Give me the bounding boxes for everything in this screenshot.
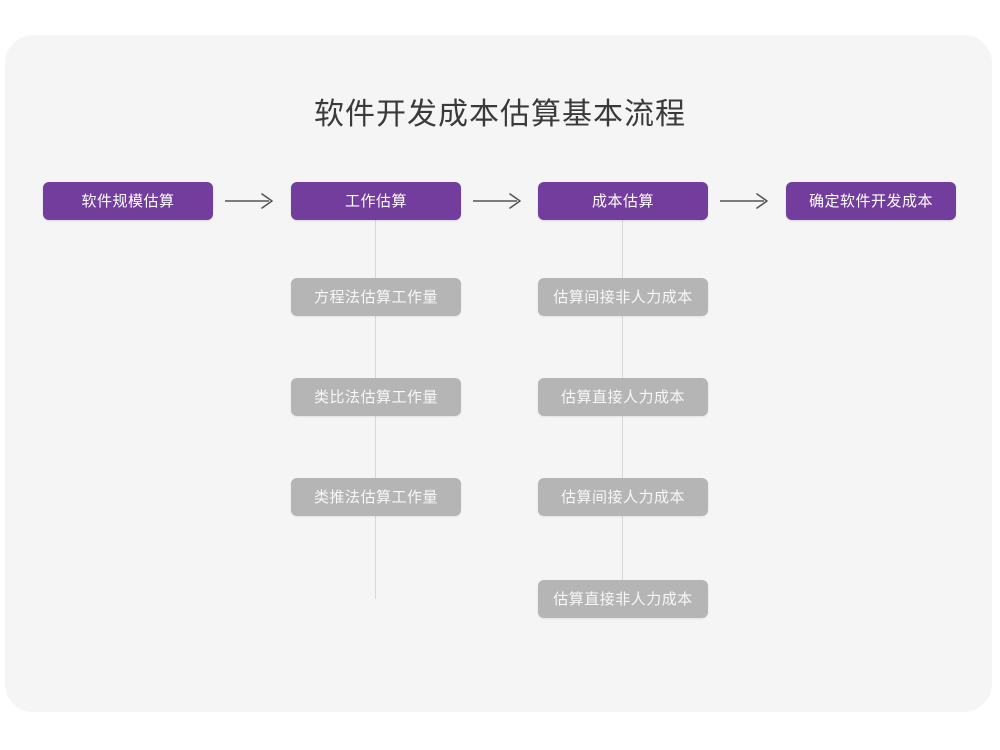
node-col2-item-2-label: 类比法估算工作量	[313, 388, 438, 406]
node-col2-item-3[interactable]: 类推法估算工作量	[291, 478, 461, 516]
content-card	[5, 35, 992, 712]
node-stage-3-label: 成本估算	[591, 192, 654, 210]
node-col2-item-1-label: 方程法估算工作量	[313, 288, 438, 306]
node-col3-item-3-label: 估算间接人力成本	[560, 488, 685, 506]
node-stage-4-label: 确定软件开发成本	[808, 192, 933, 210]
node-col2-item-1[interactable]: 方程法估算工作量	[291, 278, 461, 316]
arrow-stage-2-to-3	[472, 190, 524, 212]
node-stage-2[interactable]: 工作估算	[291, 182, 461, 220]
arrow-stage-3-to-4	[719, 190, 771, 212]
node-stage-3[interactable]: 成本估算	[538, 182, 708, 220]
node-col3-item-4[interactable]: 估算直接非人力成本	[538, 580, 708, 618]
node-col3-item-1[interactable]: 估算间接非人力成本	[538, 278, 708, 316]
arrow-stage-1-to-2	[224, 190, 276, 212]
node-stage-1-label: 软件规模估算	[81, 192, 175, 210]
node-stage-4[interactable]: 确定软件开发成本	[786, 182, 956, 220]
node-col3-item-2[interactable]: 估算直接人力成本	[538, 378, 708, 416]
node-col2-item-2[interactable]: 类比法估算工作量	[291, 378, 461, 416]
node-col2-item-3-label: 类推法估算工作量	[313, 488, 438, 506]
node-col3-item-3[interactable]: 估算间接人力成本	[538, 478, 708, 516]
node-col3-item-4-label: 估算直接非人力成本	[553, 590, 693, 608]
node-stage-2-label: 工作估算	[344, 192, 407, 210]
node-stage-1[interactable]: 软件规模估算	[43, 182, 213, 220]
node-col3-item-1-label: 估算间接非人力成本	[553, 288, 693, 306]
page-title: 软件开发成本估算基本流程	[314, 98, 686, 131]
node-col3-item-2-label: 估算直接人力成本	[560, 388, 685, 406]
